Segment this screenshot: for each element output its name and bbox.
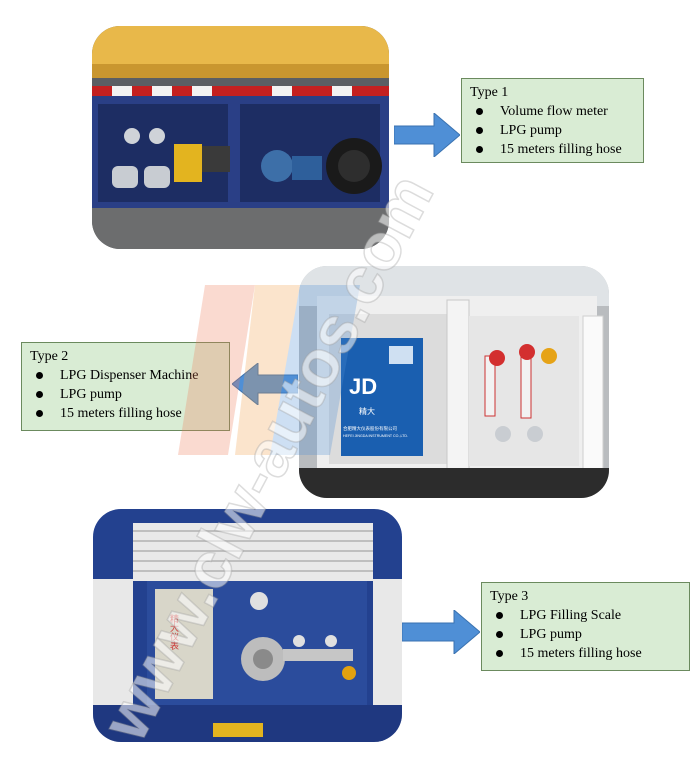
list-item: 15 meters filling hose — [30, 404, 221, 423]
photo-type2-dispenser-cabinet: JD 精大 合肥精大仪表股份有限公司 HEFEI JINGDA INSTRUME… — [299, 266, 609, 498]
list-item: Volume flow meter — [470, 102, 635, 121]
type1-card: Type 1 Volume flow meter LPG pump 15 met… — [461, 78, 644, 163]
list-item: LPG pump — [470, 121, 635, 140]
list-item: LPG pump — [490, 625, 681, 644]
dispenser-brand-label: 精大 — [359, 406, 375, 416]
list-item: LPG pump — [30, 385, 221, 404]
type3-card: Type 3 LPG Filling Scale LPG pump 15 met… — [481, 582, 690, 671]
svg-text:JD: JD — [349, 374, 377, 399]
list-item: LPG Filling Scale — [490, 606, 681, 625]
photo-type1-lpg-equipment — [92, 26, 389, 249]
photo-type3-filling-scale: 精大仪表 — [93, 509, 402, 742]
dispenser-company-label: 合肥精大仪表股份有限公司 — [343, 425, 397, 432]
scale-cabinet-label: 精大仪表 — [168, 613, 179, 651]
arrow-right-icon — [402, 610, 480, 654]
arrow-right-icon — [394, 113, 460, 157]
list-item: 15 meters filling hose — [470, 140, 635, 159]
list-item: 15 meters filling hose — [490, 644, 681, 663]
type2-title: Type 2 — [30, 349, 69, 364]
type3-title: Type 3 — [490, 589, 529, 604]
dispenser-company-en-label: HEFEI JINGDA INSTRUMENT CO.,LTD. — [343, 434, 408, 438]
type1-title: Type 1 — [470, 85, 509, 100]
type2-card: Type 2 LPG Dispenser Machine LPG pump 15… — [21, 342, 230, 431]
list-item: LPG Dispenser Machine — [30, 366, 221, 385]
arrow-left-icon — [232, 363, 298, 405]
